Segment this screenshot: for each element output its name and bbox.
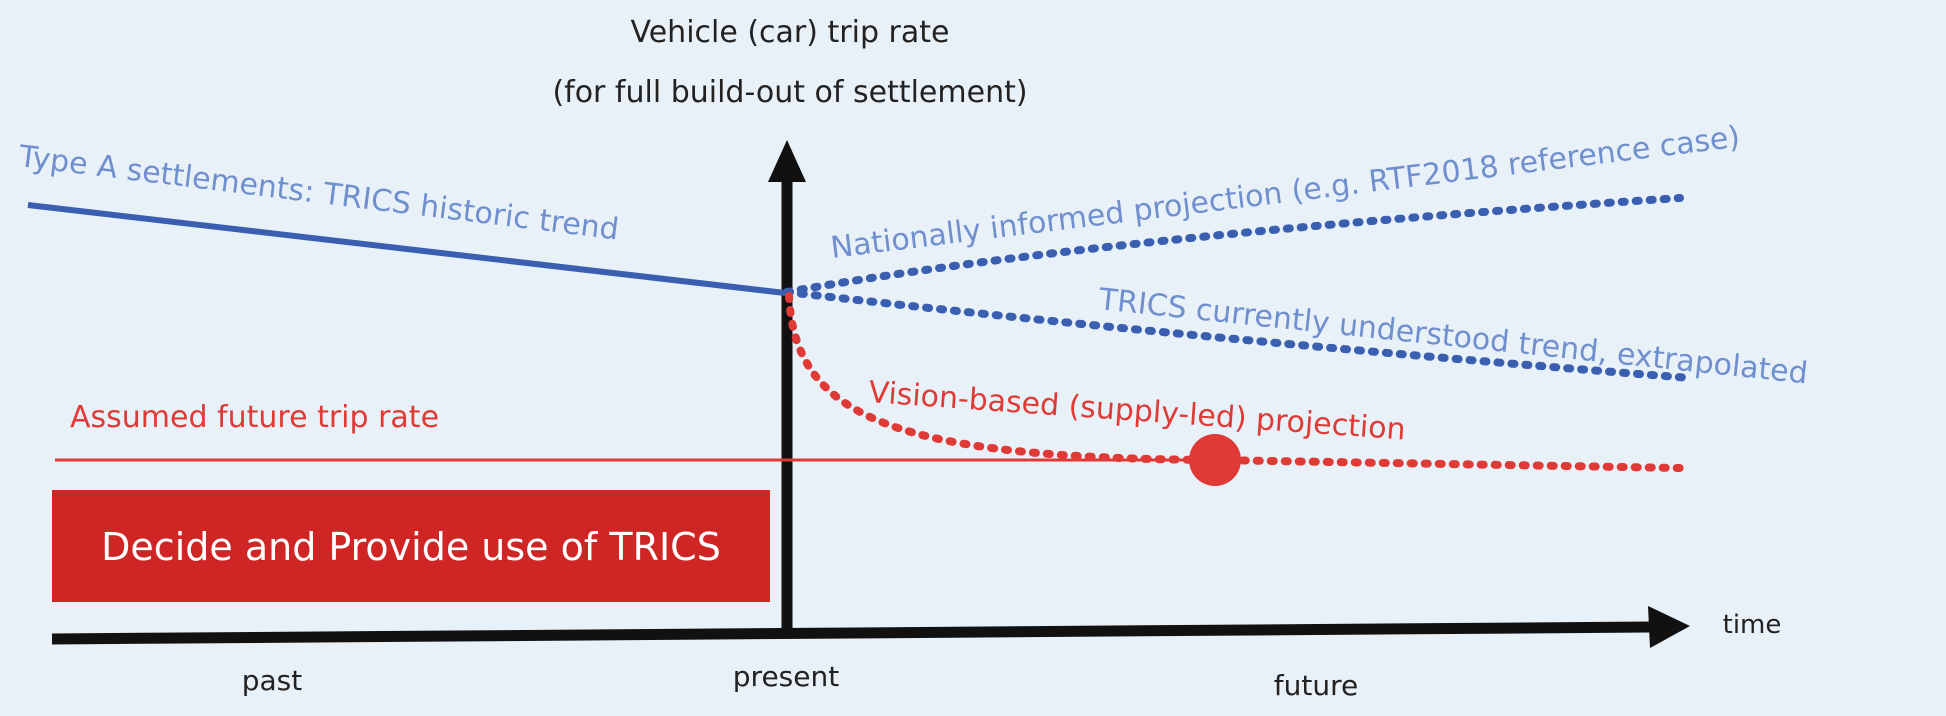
- x-axis-arrowhead: [1648, 606, 1690, 648]
- x-axis-line: [51, 621, 1651, 645]
- y-axis-arrowhead: [768, 140, 806, 182]
- x-axis-end-label: time: [1723, 610, 1782, 640]
- historic-trend-line: [27, 202, 786, 296]
- national-projection-label: Nationally informed projection (e.g. RTF…: [829, 120, 1742, 266]
- y-axis-title-line2: (for full build-out of settlement): [552, 75, 1027, 110]
- x-tick-present: present: [733, 660, 839, 693]
- vision-projection-label: Vision-based (supply-led) projection: [867, 375, 1406, 447]
- decide-provide-banner: [52, 490, 770, 602]
- y-axis-title-line1: Vehicle (car) trip rate: [631, 15, 950, 50]
- trics-extrapolated-line: [783, 288, 1694, 382]
- x-tick-future: future: [1274, 669, 1358, 702]
- decide-provide-banner-text: Decide and Provide use of TRICS: [101, 525, 721, 569]
- national-projection-line: [783, 194, 1684, 296]
- historic-trend-label: Type A settlements: TRICS historic trend: [16, 139, 621, 247]
- x-tick-past: past: [242, 664, 303, 697]
- target-point-marker: [1189, 434, 1241, 486]
- vision-projection-line: [785, 292, 1684, 472]
- assumed-rate-label: Assumed future trip rate: [70, 400, 439, 435]
